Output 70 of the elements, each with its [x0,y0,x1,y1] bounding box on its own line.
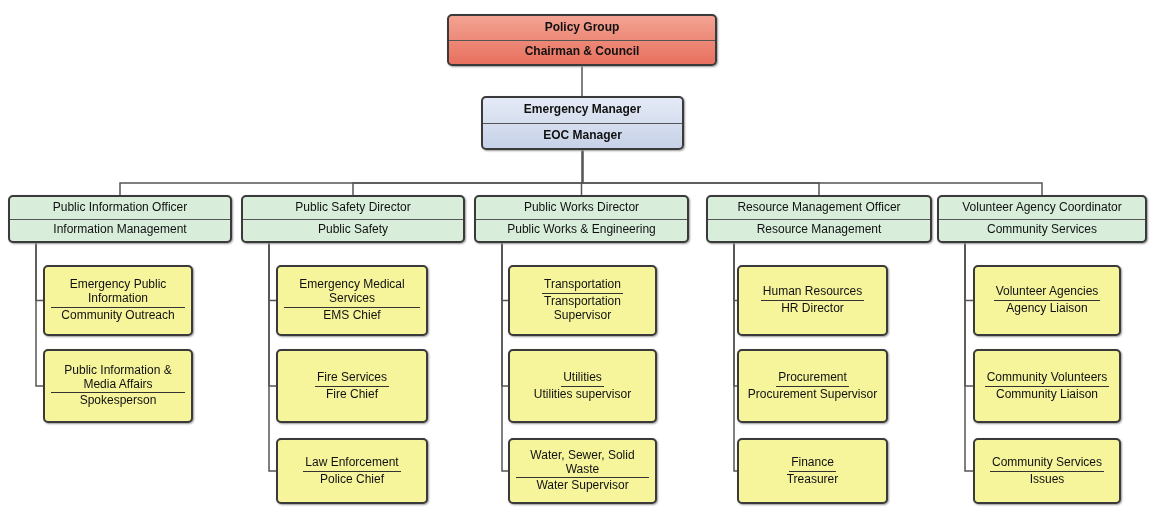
title-text: Public Works Director [476,197,687,220]
unit-box [737,438,888,504]
connector-line [581,65,583,97]
unit-box [508,438,657,504]
title-text: Volunteer Agencies [993,285,1101,301]
title-text: Finance [789,455,836,472]
title-text: Transportation [542,278,623,295]
unit-box [276,438,428,504]
title-text: Community Services [990,455,1104,472]
title-text: Resource Management Officer [708,197,930,220]
title-text: Law Enforcement [303,455,401,472]
role-text: Community Outreach [61,307,175,323]
unit-box [737,349,888,423]
title-text: Public Information & Media Affairs [51,363,185,394]
role-text: Community Services [986,221,1098,239]
manager-box [481,96,684,150]
role-text: Issues [1029,471,1065,487]
unit-box [276,265,428,336]
title-text: Community Volunteers [984,370,1110,387]
title-text: Volunteer Agency Coordinator [939,197,1145,220]
section-header-box [937,195,1147,243]
role-text: Information Management [52,221,188,239]
section-header-box [241,195,465,243]
title-text: Emergency Manager [483,98,682,124]
title-text: Fire Services [315,370,389,387]
connector-line [35,242,44,387]
title-text: Policy Group [449,16,715,41]
title-text: Procurement [776,370,849,387]
connector-line [964,242,974,472]
unit-box [973,438,1121,504]
connector-line [268,242,277,472]
role-text: Public Works & Engineering [506,221,657,239]
unit-box [973,265,1121,336]
title-text: Water, Sewer, Solid Waste [516,448,649,479]
connector-line [733,242,738,472]
role-text: EOC Manager [542,126,623,144]
role-text: HR Director [781,301,844,316]
unit-box [508,265,657,336]
title-text: Utilities [561,370,604,387]
policy-box [447,14,717,66]
title-text: Emergency Public Information [51,278,185,308]
role-text: Spokesperson [79,393,157,409]
section-header-box [474,195,689,243]
title-text: Public Information Officer [10,197,230,220]
connector-line [501,242,509,472]
unit-box [43,349,193,423]
unit-box [973,349,1121,423]
role-text: Fire Chief [326,386,378,402]
role-text: Public Safety [316,221,389,239]
role-text: Police Chief [320,471,384,487]
section-header-box [8,195,232,243]
role-text: Agency Liaison [1006,301,1088,316]
role-text: Procurement Supervisor [747,386,878,402]
role-text: Water Supervisor [536,478,629,494]
unit-box [276,349,428,423]
role-text: Resource Management [755,221,883,239]
role-text: Utilities supervisor [533,386,632,402]
title-text: Human Resources [760,285,865,301]
section-header-box [706,195,932,243]
role-text: EMS Chief [323,307,381,323]
role-text: Transportation Supervisor [543,294,622,323]
title-text: Emergency Medical Services [284,278,420,308]
role-text: Chairman & Council [523,43,641,61]
unit-box [737,265,888,336]
unit-box [508,349,657,423]
role-text: Treasurer [786,471,839,487]
connector-line [581,149,1043,196]
title-text: Public Safety Director [243,197,463,220]
unit-box [43,265,193,336]
role-text: Community Liaison [995,386,1098,402]
